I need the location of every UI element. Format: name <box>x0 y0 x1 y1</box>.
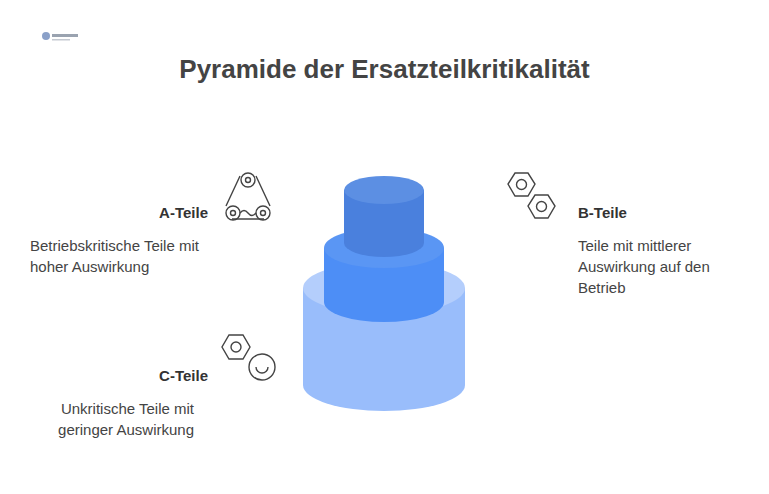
tier-description: Betriebskritische Teile mit hoher Auswir… <box>30 235 208 277</box>
tier-heading: B-Teile <box>578 204 758 221</box>
tier-description: Unkritische Teile mit geringer Auswirkun… <box>30 398 208 440</box>
nut-washer-icon <box>222 335 275 380</box>
diagram-title: Pyramide der Ersatzteilkritikalität <box>0 54 769 85</box>
tier-label: C-TeileUnkritische Teile mit geringer Au… <box>30 367 208 440</box>
tier-description: Teile mit mittlerer Auswirkung auf den B… <box>578 235 758 298</box>
tier-label: B-TeileTeile mit mittlerer Auswirkung au… <box>578 204 758 298</box>
tier-heading: C-Teile <box>30 367 208 384</box>
tier-heading: A-Teile <box>30 204 208 221</box>
nuts-icon <box>508 173 555 218</box>
logo <box>42 32 78 41</box>
belt-drive-icon <box>226 173 270 220</box>
tier-label: A-TeileBetriebskritische Teile mit hoher… <box>30 204 208 277</box>
pyramid-level-a <box>344 176 424 257</box>
